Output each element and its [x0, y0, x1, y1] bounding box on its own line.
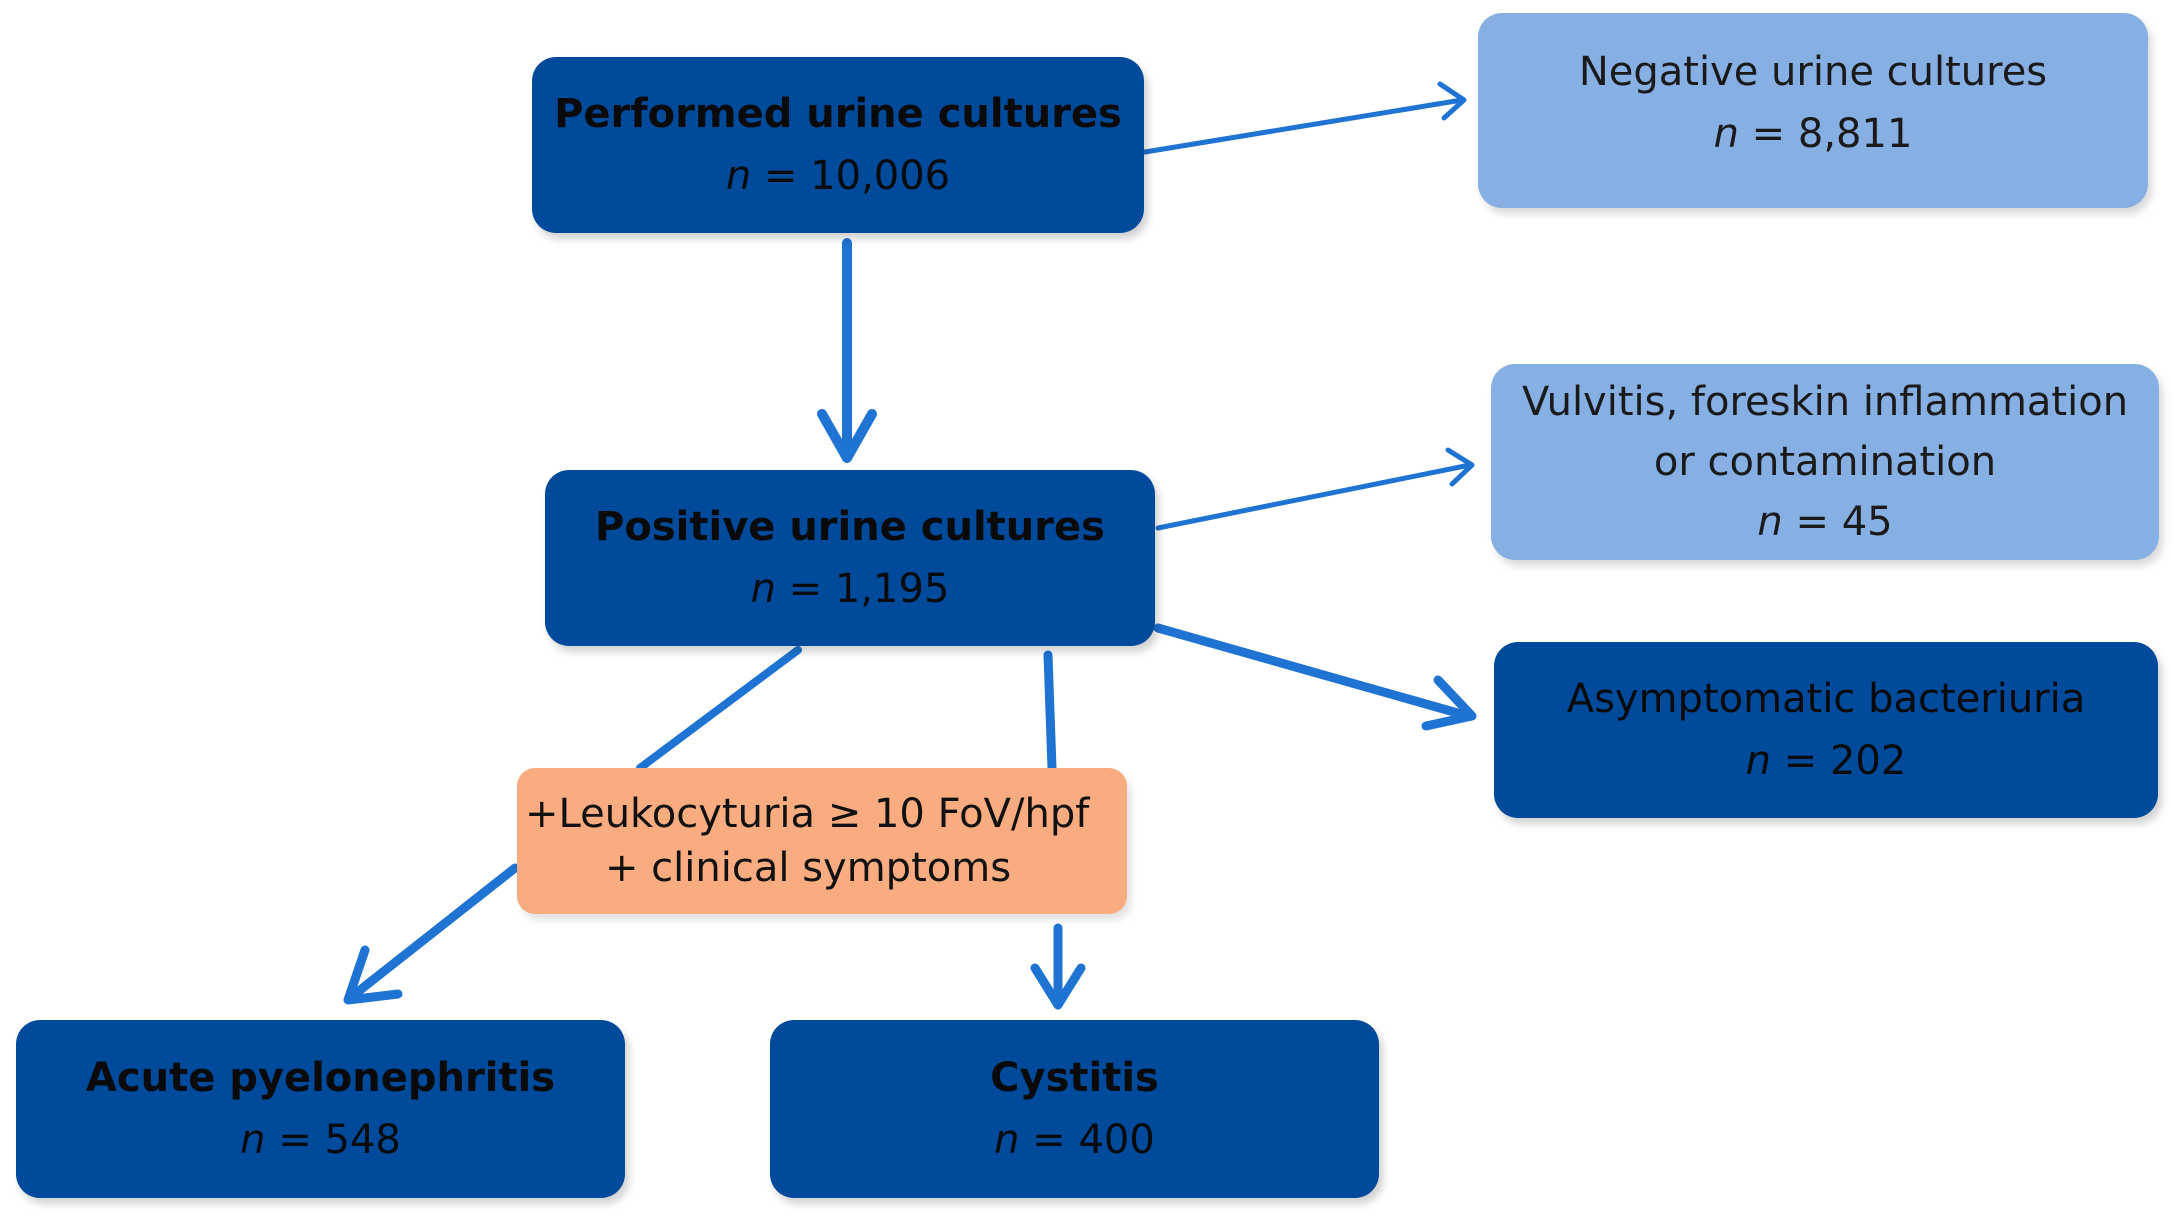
count-value: = 8,811 — [1751, 111, 1913, 157]
arrowhead-asymptomatic — [1421, 675, 1477, 731]
n-symbol: n — [1713, 111, 1739, 157]
arrowhead-excluded — [1445, 447, 1475, 487]
node-count: n = 8,811 — [1714, 103, 1913, 165]
node-title-line-1: Vulvitis, foreskin inflammation — [1521, 379, 2129, 425]
arrowhead-positive — [817, 409, 877, 463]
node-title: Performed urine cultures — [554, 91, 1122, 137]
count-value: = 548 — [278, 1117, 401, 1163]
arrow-criteria-to-pyelonephritis — [345, 863, 520, 1003]
n-symbol: n — [240, 1117, 266, 1163]
node-count: n = 400 — [994, 1109, 1155, 1171]
arrow-performed-to-negative — [1142, 97, 1465, 155]
n-symbol: n — [1757, 499, 1783, 545]
arrowhead-negative — [1437, 81, 1467, 121]
node-title: Cystitis — [990, 1055, 1159, 1101]
arrowhead-cystitis — [1030, 963, 1086, 1010]
node-title: Negative urine cultures — [1578, 49, 2048, 95]
criteria-line-1: +Leukocyturia ≥ 10 FoV/hpf — [525, 791, 1090, 837]
node-excluded-vulvitis-contamination: Vulvitis, foreskin inflammation or conta… — [1491, 364, 2159, 560]
node-title-line-2: or contamination — [1653, 439, 1997, 485]
node-title: Acute pyelonephritis — [85, 1055, 556, 1101]
node-negative-urine-cultures: Negative urine cultures n = 8,811 — [1478, 13, 2148, 208]
node-title: Positive urine cultures — [595, 504, 1105, 550]
n-symbol: n — [750, 566, 776, 612]
count-value: = 202 — [1783, 738, 1907, 784]
node-cystitis: Cystitis n = 400 — [770, 1020, 1379, 1198]
node-count: n = 548 — [240, 1109, 401, 1171]
criteria-line-2: + clinical symptoms — [604, 845, 1012, 891]
n-symbol: n — [994, 1117, 1020, 1163]
count-value: = 45 — [1795, 499, 1893, 545]
arrow-positive-to-excluded — [1155, 462, 1473, 531]
node-criteria-leukocyturia: +Leukocyturia ≥ 10 FoV/hpf + clinical sy… — [517, 768, 1127, 914]
connector-positive-to-criteria-left — [636, 646, 802, 772]
node-count: n = 45 — [1757, 492, 1892, 552]
node-acute-pyelonephritis: Acute pyelonephritis n = 548 — [16, 1020, 625, 1198]
n-symbol: n — [1745, 738, 1772, 784]
connector-positive-to-criteria-right — [1043, 650, 1057, 773]
node-asymptomatic-bacteriuria: Asymptomatic bacteriuria n = 202 — [1494, 642, 2158, 818]
count-value: = 400 — [1032, 1117, 1155, 1163]
node-title: Asymptomatic bacteriuria — [1566, 676, 2086, 722]
count-value: = 1,195 — [788, 566, 950, 612]
arrow-positive-to-asymptomatic — [1153, 623, 1473, 721]
n-symbol: n — [725, 153, 752, 199]
node-performed-urine-cultures: Performed urine cultures n = 10,006 — [532, 57, 1144, 233]
count-value: = 10,006 — [763, 153, 951, 199]
arrowhead-pyelonephritis — [343, 945, 403, 1005]
node-count: n = 1,195 — [751, 558, 950, 620]
node-positive-urine-cultures: Positive urine cultures n = 1,195 — [545, 470, 1155, 646]
node-count: n = 202 — [1746, 730, 1907, 792]
node-count: n = 10,006 — [726, 145, 950, 207]
